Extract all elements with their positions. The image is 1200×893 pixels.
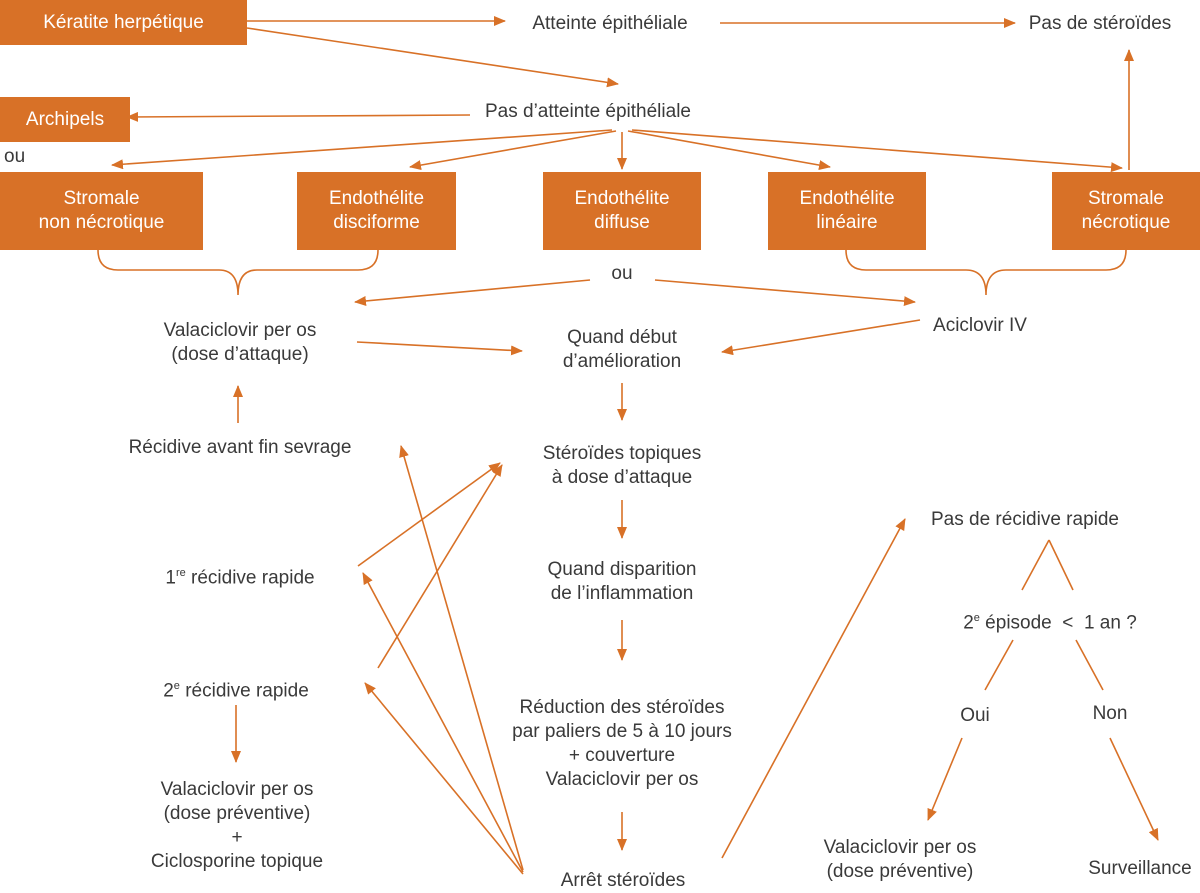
non-label: Non: [1092, 703, 1128, 724]
brace-left: [97, 249, 379, 296]
brace-right: [845, 249, 1127, 296]
2e-superscript: e: [173, 680, 180, 692]
quand-debut-amelioration-label: Quand début d’amélioration: [562, 327, 682, 372]
2e-text: récidive rapide: [179, 680, 309, 702]
endothelite-disciforme-box: Endothélite disciforme: [297, 172, 456, 250]
branch-to-2e-episode-right: [1048, 539, 1074, 591]
oui-label: Oui: [960, 705, 990, 726]
stromale-necrotique-box: Stromale nécrotique: [1052, 172, 1200, 250]
episode-superscript: e: [973, 612, 980, 624]
arrow-2e-to-steroides: [377, 464, 503, 669]
arrow-ou-to-valaciclovir: [354, 279, 591, 306]
arrow-1re-to-steroides: [357, 462, 501, 567]
arrow-oui-to-preventive: [927, 737, 963, 821]
arrow-arret-to-2e: [364, 682, 524, 875]
arrow-non-to-surveillance: [1109, 737, 1159, 841]
quand-disparition-label: Quand disparition de l’inflammation: [547, 559, 697, 604]
1re-superscript: re: [175, 567, 186, 579]
2e-recidive-rapide-label: 2e récidive rapide: [136, 674, 336, 703]
arret-steroides-label: Arrêt stéroïdes: [560, 870, 686, 891]
arrow-arret-to-recidive-avant-fin: [399, 445, 524, 871]
episode-text: épisode < 1 an ?: [979, 612, 1137, 634]
1re-number: 1: [165, 567, 176, 589]
reduction-steroides-label: Réduction des stéroïdes par paliers de 5…: [512, 697, 732, 790]
ou-left-label: ou: [4, 146, 26, 167]
valaciclovir-preventive-2-label: Valaciclovir per os (dose préventive): [823, 837, 977, 882]
2e-episode-label: 2e épisode < 1 an ?: [940, 606, 1160, 635]
arrow-keratite-to-pas-atteinte: [246, 27, 619, 88]
arrow-to-endothelite-lineaire: [627, 130, 831, 170]
arrow-to-stromale-necrotique: [631, 129, 1123, 173]
branch-episode-to-oui: [984, 639, 1014, 691]
1re-text: récidive rapide: [185, 567, 315, 589]
arrow-valaciclovir-to-quand-debut: [356, 341, 523, 356]
keratite-herpetique-box: Kératite herpétique: [0, 0, 247, 45]
arrow-to-endothelite-disciforme: [409, 130, 617, 171]
atteinte-epitheliale-label: Atteinte épithéliale: [532, 13, 688, 34]
arrow-to-stromale-non-necrotique: [111, 129, 613, 170]
episode-number: 2: [963, 612, 974, 634]
arrow-arret-to-pas-recidive: [721, 518, 906, 859]
endothelite-diffuse-box: Endothélite diffuse: [543, 172, 701, 250]
1re-recidive-rapide-label: 1re récidive rapide: [140, 561, 340, 590]
branch-episode-to-non: [1075, 639, 1104, 691]
archipels-box: Archipels: [0, 97, 130, 142]
aciclovir-iv-label: Aciclovir IV: [933, 315, 1027, 336]
ou-center-label: ou: [611, 263, 633, 284]
valaciclovir-preventive-ciclosporine-label: Valaciclovir per os (dose préventive) + …: [150, 779, 324, 872]
endothelite-lineaire-box: Endothélite linéaire: [768, 172, 926, 250]
stromale-non-necrotique-box: Stromale non nécrotique: [0, 172, 203, 250]
pas-de-steroides-label: Pas de stéroïdes: [1028, 13, 1172, 34]
arrow-arret-to-1re: [362, 572, 524, 873]
arrow-ou-to-aciclovir: [654, 279, 916, 307]
2e-number: 2: [163, 680, 174, 702]
surveillance-label: Surveillance: [1088, 858, 1192, 879]
steroides-topiques-label: Stéroïdes topiques à dose d’attaque: [542, 443, 702, 488]
pas-atteinte-epitheliale-label: Pas d’atteinte épithéliale: [485, 101, 691, 122]
recidive-avant-fin-sevrage-label: Récidive avant fin sevrage: [128, 437, 352, 458]
pas-de-recidive-rapide-label: Pas de récidive rapide: [931, 509, 1119, 530]
valaciclovir-dose-attaque-label: Valaciclovir per os (dose d’attaque): [163, 320, 317, 365]
branch-to-2e-episode-left: [1021, 539, 1050, 591]
arrow-aciclovir-to-quand-debut: [721, 319, 921, 356]
arrow-to-archipels: [126, 111, 471, 122]
